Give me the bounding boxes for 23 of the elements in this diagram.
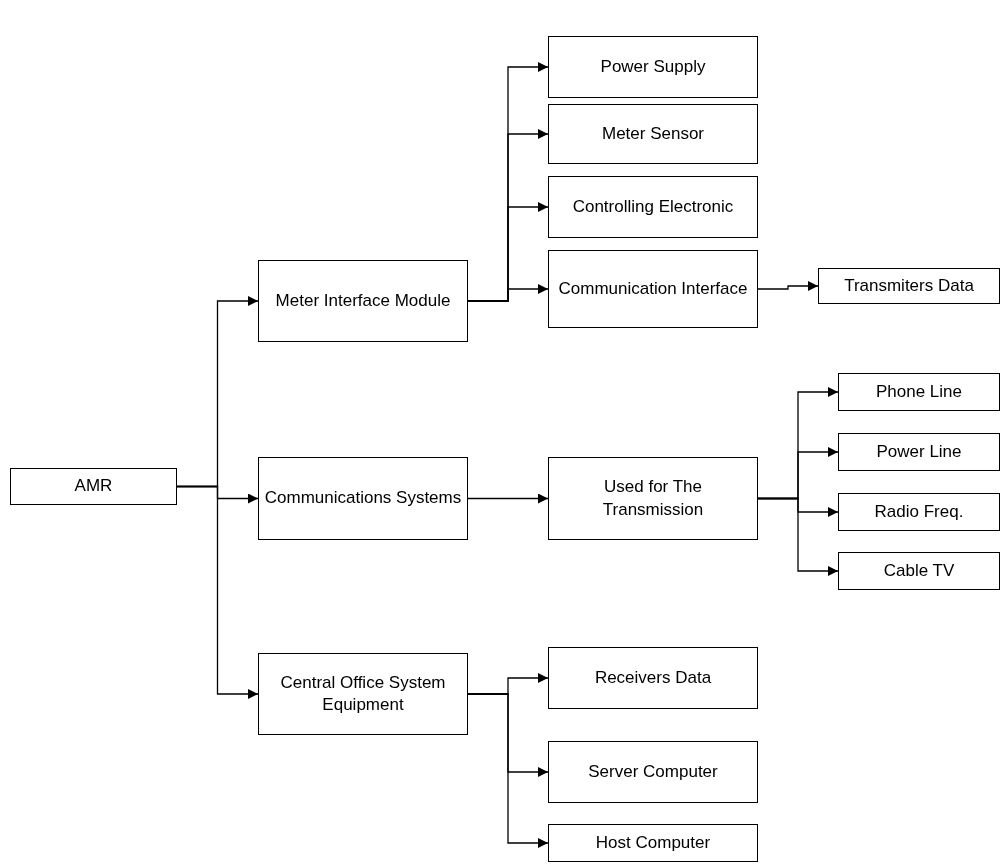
process-box: Receivers Data <box>548 647 758 709</box>
process-box: Power Line <box>838 433 1000 471</box>
process-box: Cable TV <box>838 552 1000 590</box>
process-box: Server Computer <box>548 741 758 803</box>
process-box: Transmiters Data <box>818 268 1000 304</box>
process-box: Meter Sensor <box>548 104 758 164</box>
arrow <box>467 284 549 302</box>
arrow <box>176 485 259 699</box>
process-box: Phone Line <box>838 373 1000 411</box>
process-box: Radio Freq. <box>838 493 1000 531</box>
process-box: Power Supply <box>548 36 758 98</box>
arrow <box>467 693 549 848</box>
arrow <box>757 281 819 291</box>
arrow <box>757 497 839 576</box>
process-box: Central Office System Equipment <box>258 653 468 735</box>
process-box: Communication Interface <box>548 250 758 328</box>
process-box: Used for The Transmission <box>548 457 758 540</box>
process-box: Communications Systems <box>258 457 468 540</box>
process-box: Controlling Electronic <box>548 176 758 238</box>
process-box: AMR <box>10 468 177 505</box>
process-box: Host Computer <box>548 824 758 862</box>
arrow <box>467 493 549 504</box>
process-box: Meter Interface Module <box>258 260 468 342</box>
